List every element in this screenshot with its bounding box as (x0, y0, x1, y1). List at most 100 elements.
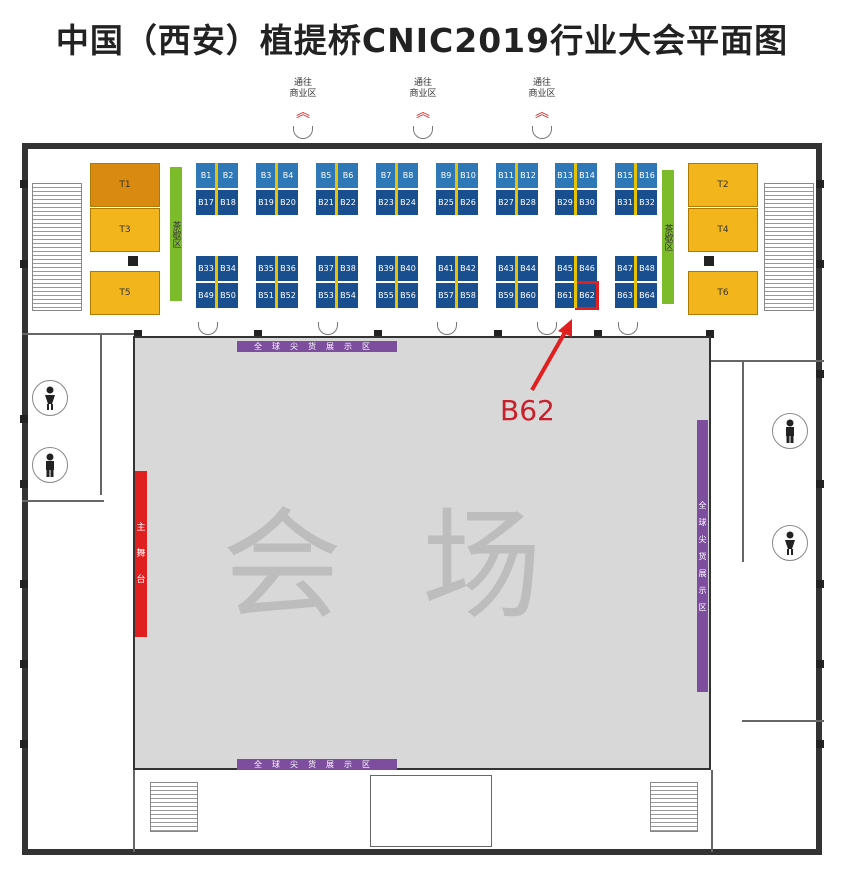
booth-b24[interactable]: B24 (398, 190, 418, 215)
booth-b36[interactable]: B36 (278, 256, 298, 281)
booth-b26[interactable]: B26 (458, 190, 478, 215)
booth-b48[interactable]: B48 (637, 256, 657, 281)
pillar (20, 480, 28, 488)
exit-label-1: 通往 商业区 (289, 78, 317, 99)
booth-b30[interactable]: B30 (577, 190, 597, 215)
table-t1[interactable]: T1 (90, 163, 160, 207)
booth-b4[interactable]: B4 (278, 163, 298, 188)
booth-b46[interactable]: B46 (577, 256, 597, 281)
booth-b53[interactable]: B53 (316, 283, 336, 308)
wall (133, 770, 135, 852)
booth-b35[interactable]: B35 (256, 256, 276, 281)
pillar (20, 180, 28, 188)
booth-b39[interactable]: B39 (376, 256, 396, 281)
escalator-icon (764, 183, 814, 311)
booth-b64[interactable]: B64 (637, 283, 657, 308)
booth-b8[interactable]: B8 (398, 163, 418, 188)
booth-b42[interactable]: B42 (458, 256, 478, 281)
booth-b27[interactable]: B27 (496, 190, 516, 215)
door (293, 126, 313, 139)
booth-b59[interactable]: B59 (496, 283, 516, 308)
booth-b32[interactable]: B32 (637, 190, 657, 215)
table-t3[interactable]: T3 (90, 208, 160, 252)
booth-b54[interactable]: B54 (338, 283, 358, 308)
booth-b62[interactable]: B62 (575, 281, 599, 310)
pillar (816, 370, 824, 378)
booth-b33[interactable]: B33 (196, 256, 216, 281)
booth-b41[interactable]: B41 (436, 256, 456, 281)
booth-b45[interactable]: B45 (555, 256, 575, 281)
wall (711, 770, 713, 852)
exit-label-3: 通往 商业区 (528, 78, 556, 99)
display-area-bottom: 全球尖货展示区 (237, 759, 397, 770)
booth-b16[interactable]: B16 (637, 163, 657, 188)
main-stage: 主 舞 台 (135, 471, 147, 637)
booth-b55[interactable]: B55 (376, 283, 396, 308)
table-t5[interactable]: T5 (90, 271, 160, 315)
booth-b2[interactable]: B2 (218, 163, 238, 188)
booth-b51[interactable]: B51 (256, 283, 276, 308)
booth-b5[interactable]: B5 (316, 163, 336, 188)
booth-b38[interactable]: B38 (338, 256, 358, 281)
booth-b60[interactable]: B60 (518, 283, 538, 308)
venue-outline (22, 143, 822, 855)
booth-b40[interactable]: B40 (398, 256, 418, 281)
booth-b12[interactable]: B12 (518, 163, 538, 188)
booth-b9[interactable]: B9 (436, 163, 456, 188)
booth-b21[interactable]: B21 (316, 190, 336, 215)
booth-b20[interactable]: B20 (278, 190, 298, 215)
booth-b61[interactable]: B61 (555, 283, 575, 308)
booth-b18[interactable]: B18 (218, 190, 238, 215)
pillar (816, 260, 824, 268)
booth-b7[interactable]: B7 (376, 163, 396, 188)
booth-b56[interactable]: B56 (398, 283, 418, 308)
table-t6[interactable]: T6 (688, 271, 758, 315)
pillar (816, 480, 824, 488)
booth-b10[interactable]: B10 (458, 163, 478, 188)
pillar (20, 580, 28, 588)
pillar (134, 330, 142, 338)
booth-b13[interactable]: B13 (555, 163, 575, 188)
table-t2[interactable]: T2 (688, 163, 758, 207)
booth-b47[interactable]: B47 (615, 256, 635, 281)
tea-area-label: 茶歇区 (170, 220, 181, 248)
pillar (20, 660, 28, 668)
booth-b3[interactable]: B3 (256, 163, 276, 188)
booth-b57[interactable]: B57 (436, 283, 456, 308)
booth-b6[interactable]: B6 (338, 163, 358, 188)
booth-b52[interactable]: B52 (278, 283, 298, 308)
booth-b22[interactable]: B22 (338, 190, 358, 215)
booth-b50[interactable]: B50 (218, 283, 238, 308)
booth-b31[interactable]: B31 (615, 190, 635, 215)
booth-b17[interactable]: B17 (196, 190, 216, 215)
pillar (594, 330, 602, 338)
booth-b63[interactable]: B63 (615, 283, 635, 308)
booth-b14[interactable]: B14 (577, 163, 597, 188)
booth-b43[interactable]: B43 (496, 256, 516, 281)
booth-b1[interactable]: B1 (196, 163, 216, 188)
booth-b25[interactable]: B25 (436, 190, 456, 215)
booth-b11[interactable]: B11 (496, 163, 516, 188)
booth-b44[interactable]: B44 (518, 256, 538, 281)
table-t4[interactable]: T4 (688, 208, 758, 252)
booth-b29[interactable]: B29 (555, 190, 575, 215)
pillar (494, 330, 502, 338)
booth-b23[interactable]: B23 (376, 190, 396, 215)
booth-b19[interactable]: B19 (256, 190, 276, 215)
booth-b49[interactable]: B49 (196, 283, 216, 308)
booth-b28[interactable]: B28 (518, 190, 538, 215)
booth-b15[interactable]: B15 (615, 163, 635, 188)
booth-b34[interactable]: B34 (218, 256, 238, 281)
pillar (128, 256, 138, 266)
booth-b37[interactable]: B37 (316, 256, 336, 281)
booth-b58[interactable]: B58 (458, 283, 478, 308)
